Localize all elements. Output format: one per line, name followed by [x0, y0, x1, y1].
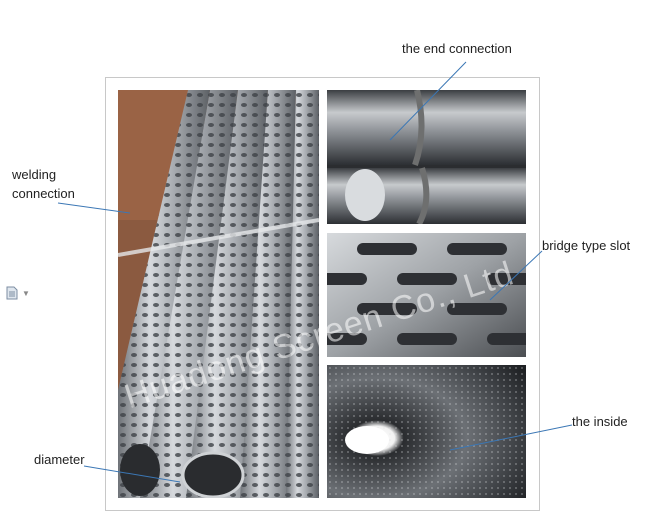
label-inside: the inside — [572, 414, 628, 429]
document-icon[interactable] — [6, 286, 18, 300]
label-welding-line1: welding — [12, 167, 57, 182]
dropdown-caret-icon[interactable]: ▼ — [22, 289, 30, 298]
end-connection-photo — [327, 90, 526, 224]
pipes-photo — [118, 90, 319, 498]
label-welding-line2: connection — [12, 186, 75, 201]
label-diameter: diameter — [34, 452, 85, 467]
inside-photo — [327, 365, 526, 498]
label-end-connection: the end connection — [402, 41, 512, 56]
label-bridge-slot: bridge type slot — [542, 238, 631, 253]
